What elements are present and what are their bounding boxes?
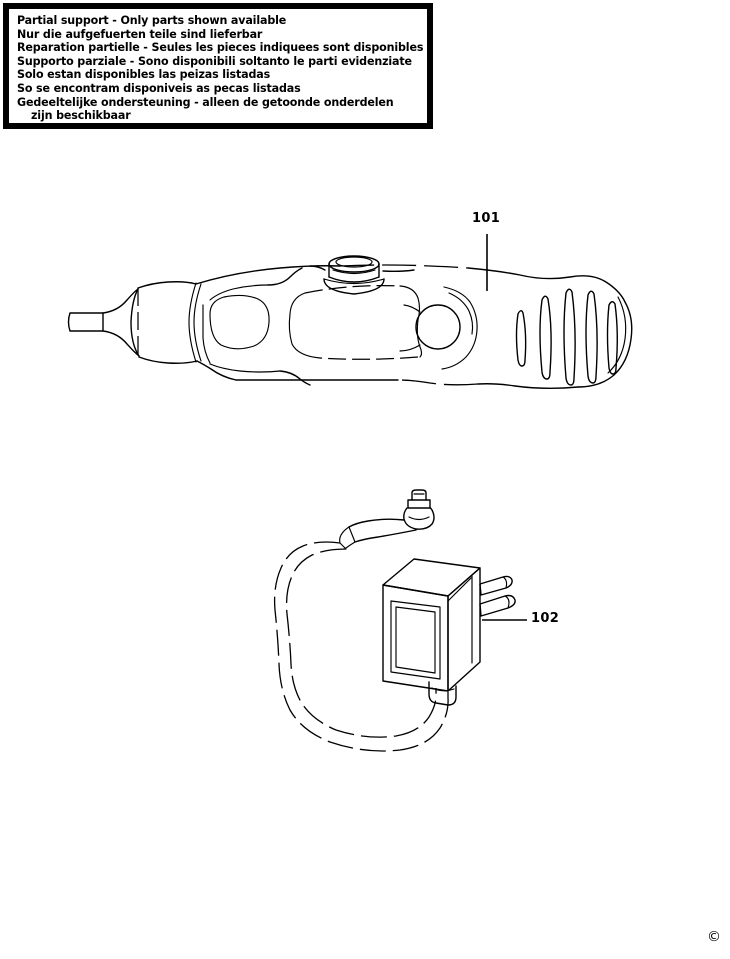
callout-102-label: 102 (531, 611, 560, 626)
plug-boot-taper-top (339, 526, 350, 544)
body-shoulder-front (202, 304, 211, 364)
top-dial-lower-arc (328, 276, 380, 283)
plug-boot-seam-1 (348, 526, 356, 543)
power-cable-inner (285, 548, 437, 738)
top-dial-skirt-top (323, 278, 385, 285)
adapter-strain-relief (428, 681, 457, 706)
nose-cone-lower (102, 330, 140, 357)
body-shoulder-bottom (209, 363, 281, 373)
nose-cone-upper (102, 288, 139, 314)
switch-surround-inner (448, 292, 474, 335)
power-cable-outer (273, 541, 449, 752)
notice-line-german: Nur die aufgefuerten teile sind lieferba… (17, 27, 263, 41)
partial-support-notice: Partial support - Only parts shown avail… (3, 3, 433, 129)
chuck-collar-ring-2 (193, 283, 202, 362)
chuck-collar-ring-1 (188, 282, 197, 363)
vent-slot-3 (563, 288, 576, 386)
collet-shaft (67, 312, 104, 332)
body-tail-cap (577, 301, 633, 388)
chuck-front-face (130, 288, 140, 357)
copyright-icon: © (707, 929, 721, 945)
adapter-side-face (447, 567, 481, 692)
body-bottom-rear (477, 383, 579, 389)
adapter-label-panel-outer (390, 600, 441, 680)
grip-panel-top (304, 285, 401, 294)
plug-boot-top (348, 518, 405, 528)
top-dial-mid-line (332, 269, 376, 275)
switch-surround-outer (441, 286, 478, 370)
body-bottom-middle (397, 379, 479, 386)
chuck-bottom-left (138, 356, 198, 364)
body-top-front (195, 265, 341, 285)
grip-recess-front (209, 294, 270, 350)
switch-bracket-lower (399, 344, 421, 352)
dc-plug-collar (407, 499, 431, 509)
vent-slot-5 (606, 301, 618, 375)
body-step-top (267, 267, 303, 286)
callout-101-label: 101 (472, 211, 501, 226)
adapter-top-face (382, 558, 481, 597)
adapter-label-panel-inner (395, 606, 436, 674)
switch-bracket-upper (403, 304, 421, 313)
plug-boot-seam-2 (339, 542, 347, 550)
adapter-prong-lower (479, 594, 516, 617)
adapter-side-bevel (447, 577, 472, 602)
grip-panel-left-bot (288, 313, 321, 359)
notice-line-dutch-cont: zijn beschikbaar (31, 109, 131, 123)
grip-panel-right-top (399, 285, 421, 321)
chuck-top-left (137, 281, 197, 289)
adapter-prong-upper (479, 575, 513, 596)
top-dial-skirt (323, 278, 385, 295)
body-top-rear (467, 267, 626, 303)
body-line-to-dial-left (309, 265, 326, 271)
body-line-to-dial-right (382, 269, 415, 273)
vent-slot-2 (539, 295, 552, 380)
notice-line-portuguese: So se encontram disponiveis as pecas lis… (17, 81, 301, 95)
plug-boot-taper-bottom (345, 541, 356, 549)
body-shoulder-top (209, 284, 269, 301)
grip-panel-left (289, 292, 306, 315)
adapter-prong-upper-tip (502, 576, 508, 589)
body-bottom-front (196, 360, 237, 381)
grip-panel-bottom (319, 356, 419, 360)
plug-boot-bottom (354, 529, 417, 543)
dc-plug-pin (411, 489, 427, 501)
vent-slot-1 (515, 310, 527, 367)
top-dial-cap (335, 256, 373, 268)
notice-line-spanish: Solo estan disponibles las peizas listad… (17, 68, 271, 82)
dc-plug-body (403, 507, 435, 530)
adapter-strain-relief-line (431, 687, 455, 692)
adapter-prong-lower-tip (504, 595, 510, 609)
dc-plug-body-line (408, 516, 430, 521)
notice-line-italian: Supporto parziale - Sono disponibili sol… (17, 54, 412, 68)
body-tail-cap-inner (607, 296, 627, 374)
power-switch-button[interactable] (415, 304, 461, 350)
body-step-bottom (279, 370, 311, 386)
notice-line-dutch: Gedeeltelijke ondersteuning - alleen de … (17, 95, 394, 109)
vent-slot-4 (585, 290, 598, 384)
grip-panel-right-bot (416, 319, 423, 358)
notice-line-french: Reparation partielle - Seules les pieces… (17, 41, 424, 55)
notice-line-english: Partial support - Only parts shown avail… (17, 14, 287, 27)
